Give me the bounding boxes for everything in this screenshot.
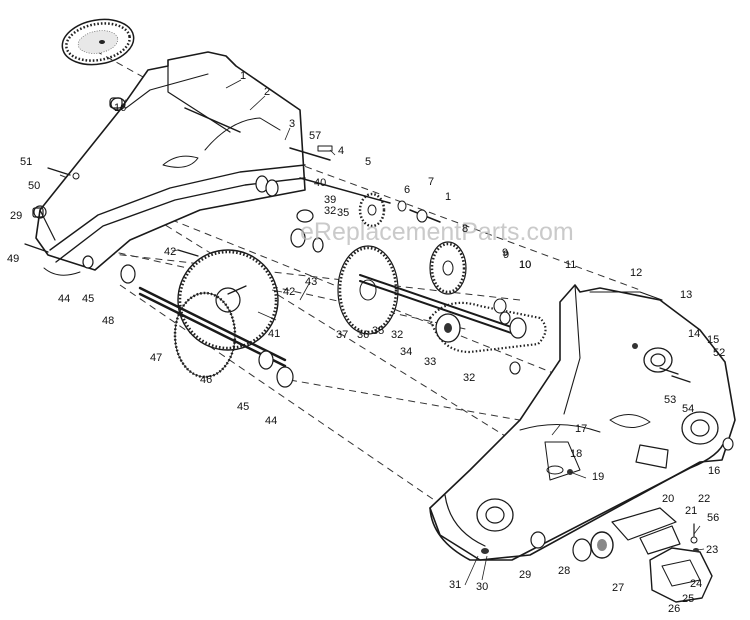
part-label: 33 — [424, 356, 436, 368]
part-label: 12 — [630, 267, 642, 279]
part-label: 54 — [682, 403, 694, 415]
part-label: 48 — [102, 315, 114, 327]
watermark-text: eReplacementParts.com — [300, 218, 574, 246]
part-label: 29 — [519, 569, 531, 581]
part-label: 16 — [114, 102, 126, 114]
part-label: 22 — [698, 493, 710, 505]
shafts — [24, 97, 521, 388]
part-label: 25 — [682, 593, 694, 605]
part-label: 45 — [237, 401, 249, 413]
part-label: 5 — [365, 156, 371, 168]
small-hardware — [33, 97, 691, 475]
part-label: 44 — [58, 293, 70, 305]
part-label: 2 — [264, 86, 270, 98]
part-label: 10 — [519, 259, 531, 271]
part-label: 24 — [690, 578, 702, 590]
part-label: 57 — [309, 130, 321, 142]
part-label: 10 — [519, 259, 531, 271]
part-label: 3 — [289, 118, 295, 130]
part-label: 11 — [565, 259, 576, 271]
part-label: 32 — [324, 205, 336, 217]
part-label: 29 — [10, 210, 22, 222]
part-label: 41 — [268, 328, 280, 340]
leader-lines — [171, 79, 705, 586]
part-label: 7 — [428, 176, 434, 188]
part-label: 17 — [575, 423, 587, 435]
part-label: 30 — [476, 581, 488, 593]
part-label: 43 — [305, 276, 317, 288]
part-label: 47 — [150, 352, 162, 364]
part-label: 9 — [502, 247, 508, 259]
part-label: 28 — [558, 565, 570, 577]
part-label: 15 — [707, 334, 719, 346]
part-label: 9 — [503, 249, 509, 261]
part-number-labels: 1 2 3 57 4 5 6 7 1 8 9 10 11 12 13 14 15… — [7, 70, 725, 615]
part-label: 49 — [7, 253, 19, 265]
part-label: 56 — [707, 512, 719, 524]
part-label: 6 — [404, 184, 410, 196]
part-label: 14 — [688, 328, 700, 340]
drive-chain — [428, 301, 547, 375]
part-label: 32 — [391, 329, 403, 341]
part-label: 32 — [463, 372, 475, 384]
part-label: 20 — [662, 493, 674, 505]
right-housing — [429, 284, 736, 561]
part-label: 40 — [314, 177, 326, 189]
part-label: 44 — [265, 415, 277, 427]
part-label: 26 — [668, 603, 680, 615]
part-label: 35 — [337, 207, 349, 219]
part-label: 23 — [706, 544, 718, 556]
part-label: 19 — [592, 471, 604, 483]
part-label: 16 — [708, 465, 720, 477]
part-label: 42 — [164, 246, 176, 258]
bottom-right-parts — [481, 507, 713, 603]
part-label: 39 — [324, 194, 336, 206]
part-label: 13 — [680, 289, 692, 301]
part-label: 31 — [449, 579, 461, 591]
part-label: 52 — [713, 347, 725, 359]
part-label: 27 — [612, 582, 624, 594]
part-label: 45 — [82, 293, 94, 305]
part-label: 53 — [664, 394, 676, 406]
part-label: 46 — [200, 374, 212, 386]
part-label: 21 — [685, 505, 697, 517]
part-label: 50 — [28, 180, 40, 192]
part-label: 34 — [400, 346, 412, 358]
part-label: 37 — [336, 329, 348, 341]
part-label: 51 — [20, 156, 32, 168]
part-label: 42 — [283, 286, 295, 298]
part-label: 35 — [372, 325, 384, 337]
part-label: 36 — [357, 329, 369, 341]
part-label: 1 — [445, 191, 451, 203]
part-label: 4 — [338, 145, 344, 157]
part-label: 1 — [240, 70, 246, 82]
part-label: 8 — [462, 223, 468, 235]
wheel — [61, 18, 135, 66]
part-label: 18 — [570, 448, 582, 460]
